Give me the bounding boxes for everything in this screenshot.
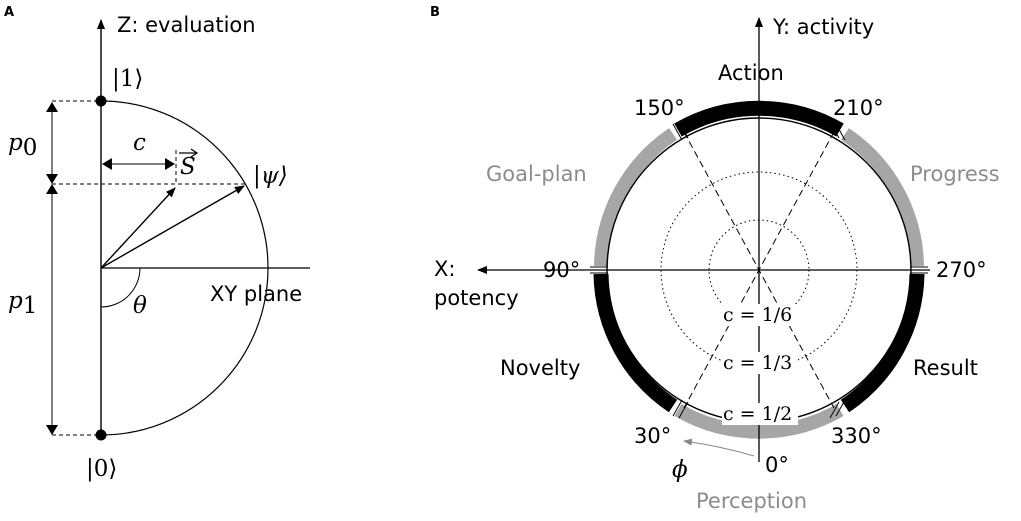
label-result: Result (913, 356, 978, 380)
c1-label-bg (722, 304, 798, 326)
ket-zero: |0⟩ (86, 456, 117, 482)
c2-label: c = 1/3 (723, 352, 792, 374)
segment-novelty (593, 273, 678, 413)
segment-goal-plan (594, 128, 677, 267)
p0-label: p0 (8, 130, 37, 161)
label-progress: Progress (910, 162, 1000, 186)
angle-90: 90° (543, 258, 580, 282)
c1-label: c = 1/6 (723, 304, 792, 326)
angle-30: 30° (634, 424, 671, 448)
ket-one: |1⟩ (112, 66, 143, 92)
panel-a-label: A (4, 5, 14, 20)
ket-psi: |ψ⟩ (253, 163, 288, 189)
label-goal-plan: Goal-plan (486, 162, 587, 186)
p0-arrow-bottom (46, 174, 58, 184)
angle-330: 330° (831, 424, 882, 448)
c2-label-bg (722, 352, 798, 374)
panel-b: B Y: ac (430, 5, 1000, 513)
s-vector-arrow-accent-head (190, 148, 199, 158)
panel-b-label: B (430, 5, 440, 20)
label-perception: Perception (696, 489, 807, 513)
angle-0: 0° (765, 453, 789, 477)
c3-label: c = 1/2 (723, 403, 792, 425)
phi-label: ϕ (672, 457, 688, 483)
panel-a: A Z: evaluation XY plane |1⟩ |0⟩ p0 p1 c (4, 5, 310, 482)
c-arrow-right (165, 158, 175, 170)
south-pole-dot (95, 429, 107, 441)
x-axis-label-line2: potency (434, 286, 519, 310)
theta-arc (100, 267, 141, 308)
x-axis-label-line1: X: (434, 257, 455, 281)
segment-result (840, 273, 925, 413)
c-label: c (133, 130, 146, 156)
label-novelty: Novelty (500, 356, 580, 380)
c-arrow-left (102, 158, 112, 170)
p1-arrow-bottom (46, 425, 58, 435)
s-vector (100, 187, 176, 269)
z-axis-label: Z: evaluation (117, 13, 256, 37)
angle-150: 150° (634, 96, 685, 120)
phi-arrow (683, 438, 755, 457)
theta-label: θ (133, 293, 147, 319)
s-vector-label: S (180, 154, 196, 180)
north-pole-dot (95, 95, 107, 107)
angle-270: 270° (936, 258, 987, 282)
y-axis-label: Y: activity (772, 15, 874, 39)
psi-vector (100, 185, 245, 269)
angle-210: 210° (833, 96, 884, 120)
diagonal-210-30 (683, 131, 835, 409)
c3-label-bg (722, 403, 798, 425)
xy-plane-label: XY plane (210, 282, 302, 306)
p1-label: p1 (8, 288, 37, 319)
boundary-ticks (590, 121, 928, 419)
segment-progress (841, 128, 924, 267)
p1-arrow-top (46, 184, 58, 194)
label-action: Action (718, 61, 784, 85)
bloch-semicircle (100, 100, 269, 436)
p0-arrow-top (46, 102, 58, 112)
